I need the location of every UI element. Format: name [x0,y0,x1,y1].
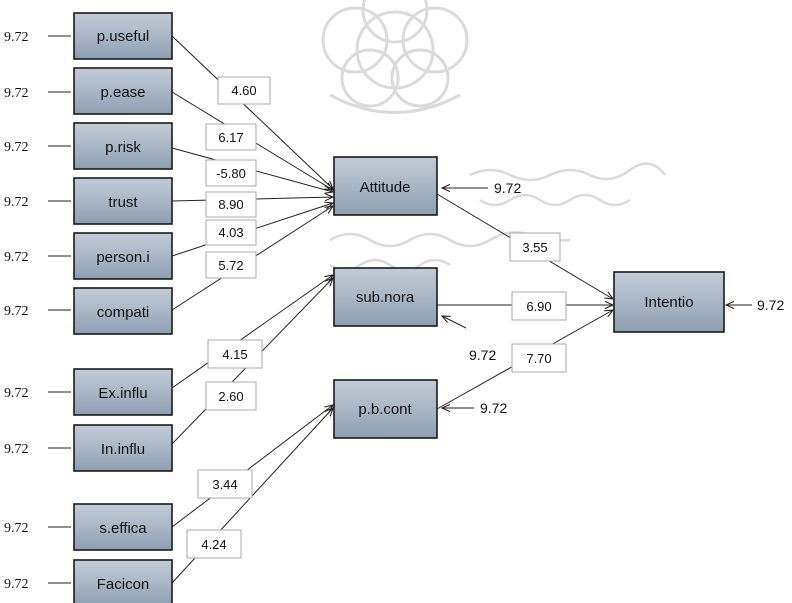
coef-p-b-cont-intentio: 7.70 [511,343,567,373]
coef-label-trust-attitude: 8.90 [218,197,243,212]
error-sub-nora: 9.72 [469,347,496,363]
error-attitude: 9.72 [494,180,521,196]
node-label-sub-nora: sub.nora [356,289,415,306]
node-label-p-useful: p.useful [97,28,150,45]
node-label-facicon: Facicon [97,576,150,593]
coef-person-i-attitude: 4.03 [205,219,257,246]
node-label-intentio: Intentio [644,294,693,311]
error-terms-left: 9.72 9.72 9.72 9.72 9.72 9.72 9.72 9.72 … [4,30,71,592]
error-compati: 9.72 [4,304,29,319]
node-trust: trust [73,177,173,225]
node-p-b-cont: p.b.cont [333,379,438,439]
error-person-i: 9.72 [4,250,29,265]
error-terms-latent: 9.72 9.72 9.72 9.72 [442,180,784,416]
coef-ex-influ-sub-nora: 4.15 [207,339,263,369]
node-label-ex-influ: Ex.influ [98,385,147,402]
edge-ex-influ-sub-nora [171,275,333,389]
node-s-effica: s.effica [73,503,173,551]
edge-s-effica-p-b-cont [171,405,333,528]
node-label-trust: trust [108,194,138,211]
node-label-in-influ: In.influ [101,441,145,458]
coef-p-useful-attitude: 4.60 [217,76,271,105]
coef-label-p-ease-attitude: 6.17 [218,130,243,145]
node-facicon: Facicon [73,559,173,603]
node-label-p-b-cont: p.b.cont [358,401,412,418]
coef-s-effica-p-b-cont: 3.44 [197,469,253,499]
node-intentio: Intentio [613,271,725,333]
coef-sub-nora-intentio: 6.90 [511,291,567,321]
node-attitude: Attitude [333,156,438,216]
node-label-attitude: Attitude [360,179,411,196]
coef-label-s-effica-p-b-cont: 3.44 [212,477,237,492]
node-person-i: person.i [73,232,173,280]
error-p-b-cont: 9.72 [480,400,507,416]
coef-trust-attitude: 8.90 [205,191,257,218]
coef-label-p-useful-attitude: 4.60 [231,83,256,98]
node-compati: compati [73,287,173,335]
coef-label-p-b-cont-intentio: 7.70 [526,351,551,366]
coef-label-in-influ-sub-nora: 2.60 [218,389,243,404]
error-s-effica: 9.72 [4,521,29,536]
coef-label-facicon-p-b-cont: 4.24 [201,537,226,552]
error-intentio: 9.72 [757,297,784,313]
coef-attitude-intentio: 3.55 [509,232,561,262]
error-p-ease: 9.72 [4,86,29,101]
error-ex-influ: 9.72 [4,386,29,401]
node-p-ease: p.ease [73,67,173,115]
node-in-influ: In.influ [73,424,173,472]
node-p-useful: p.useful [73,12,173,60]
coef-label-sub-nora-intentio: 6.90 [526,299,551,314]
coef-in-influ-sub-nora: 2.60 [205,381,257,411]
node-sub-nora: sub.nora [333,267,438,327]
node-label-p-risk: p.risk [105,139,141,156]
node-label-person-i: person.i [96,249,149,266]
error-facicon: 9.72 [4,577,29,592]
coef-label-person-i-attitude: 4.03 [218,225,243,240]
coef-compati-attitude: 5.72 [205,251,257,279]
coef-facicon-p-b-cont: 4.24 [186,529,242,559]
node-label-compati: compati [97,304,150,321]
coef-p-risk-attitude: -5.80 [205,159,257,187]
error-in-influ: 9.72 [4,442,29,457]
error-trust: 9.72 [4,195,29,210]
node-label-s-effica: s.effica [99,520,147,537]
node-p-risk: p.risk [73,122,173,170]
node-label-p-ease: p.ease [100,84,145,101]
coef-label-attitude-intentio: 3.55 [522,240,547,255]
error-p-risk: 9.72 [4,140,29,155]
node-ex-influ: Ex.influ [73,368,173,416]
watermark-logo [321,0,469,114]
coef-p-ease-attitude: 6.17 [205,123,257,151]
edge-p-useful-attitude [171,35,333,189]
coef-label-ex-influ-sub-nora: 4.15 [222,347,247,362]
error-p-useful: 9.72 [4,30,29,45]
coef-label-compati-attitude: 5.72 [218,258,243,273]
coef-label-p-risk-attitude: -5.80 [216,166,246,181]
